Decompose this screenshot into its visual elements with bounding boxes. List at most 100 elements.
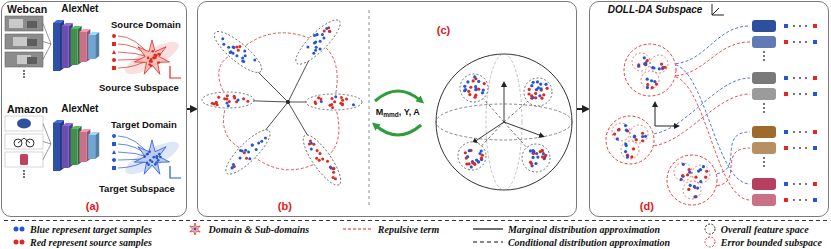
- sample-dot: [318, 159, 321, 162]
- sample-dot: [469, 86, 472, 89]
- sample-dot: [467, 162, 470, 165]
- sample-dot: [536, 80, 539, 83]
- subspace-axes: [170, 166, 181, 178]
- subspace-art: [606, 4, 817, 206]
- sample-dot: [158, 53, 161, 56]
- photo: [5, 116, 43, 131]
- sample-dot: [482, 89, 485, 92]
- sample-dot: [693, 185, 696, 188]
- sample-dot: [332, 167, 335, 170]
- sample-dot: [221, 37, 224, 40]
- sample-dot: [633, 135, 636, 138]
- sample-dot: [686, 173, 689, 176]
- sample-dot: [331, 106, 334, 109]
- sample-dot: [316, 149, 319, 152]
- sample-dot: [630, 155, 633, 158]
- sample-dot: [528, 88, 531, 91]
- sample-dot: [231, 166, 234, 169]
- legend-text: Error bounded subspace: [721, 237, 822, 248]
- divider: [369, 10, 370, 208]
- sample-dot: [215, 101, 218, 104]
- sample-dot: [541, 149, 544, 152]
- sample-dot: [477, 88, 480, 91]
- sample-dot: [650, 79, 653, 82]
- sample-dot: [155, 155, 158, 158]
- sample-dot: [312, 143, 315, 146]
- sample-dot: [257, 141, 260, 144]
- sample-dot: [464, 151, 467, 154]
- sample-dot: [705, 170, 708, 173]
- sample-dot: [664, 66, 667, 69]
- sample-dot: [681, 174, 684, 177]
- sample-dot: [693, 195, 696, 198]
- panel-label: (d): [640, 200, 654, 213]
- sample-dot: [333, 100, 336, 103]
- sample-dot: [332, 171, 335, 174]
- sample-dot: [226, 94, 229, 97]
- sample-dot: [699, 180, 702, 183]
- sample-dot: [541, 155, 544, 158]
- sample-dot: [247, 150, 250, 153]
- sample-dot: [151, 50, 154, 53]
- legend-sample: [342, 223, 374, 235]
- sample-dot: [477, 80, 480, 83]
- sample-dot: [546, 87, 549, 90]
- feature-sphere: [436, 54, 572, 190]
- part-label: Webcan: [6, 3, 48, 15]
- sample-dot: [321, 33, 324, 36]
- sample-dot: [641, 135, 644, 138]
- sample-dot: [334, 95, 337, 98]
- sample-dot: [473, 75, 476, 78]
- sample-dot: [253, 59, 256, 62]
- sample-dot: [233, 46, 236, 49]
- flow-arrow: [577, 108, 586, 110]
- sample-dot: [217, 96, 220, 99]
- sample-dot: [536, 155, 539, 158]
- sample-dot: [635, 138, 638, 141]
- sample-dot: [689, 184, 692, 187]
- legend-entry: Domain & Sub-domains: [185, 223, 310, 235]
- object-icon: [752, 20, 776, 32]
- sample-dot: [527, 92, 530, 95]
- sample-dot: [238, 45, 241, 48]
- separator-line: [4, 220, 827, 221]
- sample-dot: [530, 84, 533, 87]
- network-name: AlexNet: [61, 103, 98, 115]
- sample-dot: [641, 139, 644, 142]
- subspace-title: DOLL-DA Subspace: [608, 4, 703, 16]
- sample-dot: [242, 97, 245, 100]
- legend-text: Red represent source samples: [30, 237, 152, 248]
- legend-sample: [472, 236, 504, 248]
- sample-dot: [330, 166, 333, 169]
- sample-dot: [544, 83, 547, 86]
- part-label: Target Subspace: [98, 184, 176, 195]
- sample-dot: [475, 158, 478, 161]
- source-domain-art: [5, 16, 183, 80]
- part-label: Source Subspace: [98, 83, 180, 94]
- panel-label: (a): [86, 200, 99, 213]
- sample-dot: [229, 51, 232, 54]
- cycle-arrows: Mmmd, Y, A: [373, 87, 423, 139]
- sample-dot: [467, 90, 470, 93]
- sample-dot: [143, 155, 146, 158]
- sample-dot: [153, 156, 156, 159]
- sample-dot: [680, 178, 683, 181]
- object-icon: [752, 88, 776, 100]
- sample-dot: [155, 54, 158, 57]
- sample-dot: [637, 65, 640, 68]
- sample-dot: [646, 78, 649, 81]
- sample-dot: [466, 155, 469, 158]
- legend-text: Domain & Sub-domains: [209, 224, 310, 235]
- sample-dot: [158, 153, 161, 156]
- sample-dot: [534, 92, 537, 95]
- object-icon: [752, 142, 776, 154]
- sample-dot: [243, 151, 246, 154]
- sample-dot: [147, 56, 150, 59]
- sample-dot: [316, 33, 319, 36]
- sample-dot: [148, 150, 151, 153]
- legend-text: Marginal distribution approximation: [508, 224, 660, 235]
- sample-dot: [312, 52, 315, 55]
- sample-dot: [147, 163, 150, 166]
- sample-dot: [157, 159, 160, 162]
- sample-dot: [532, 96, 535, 99]
